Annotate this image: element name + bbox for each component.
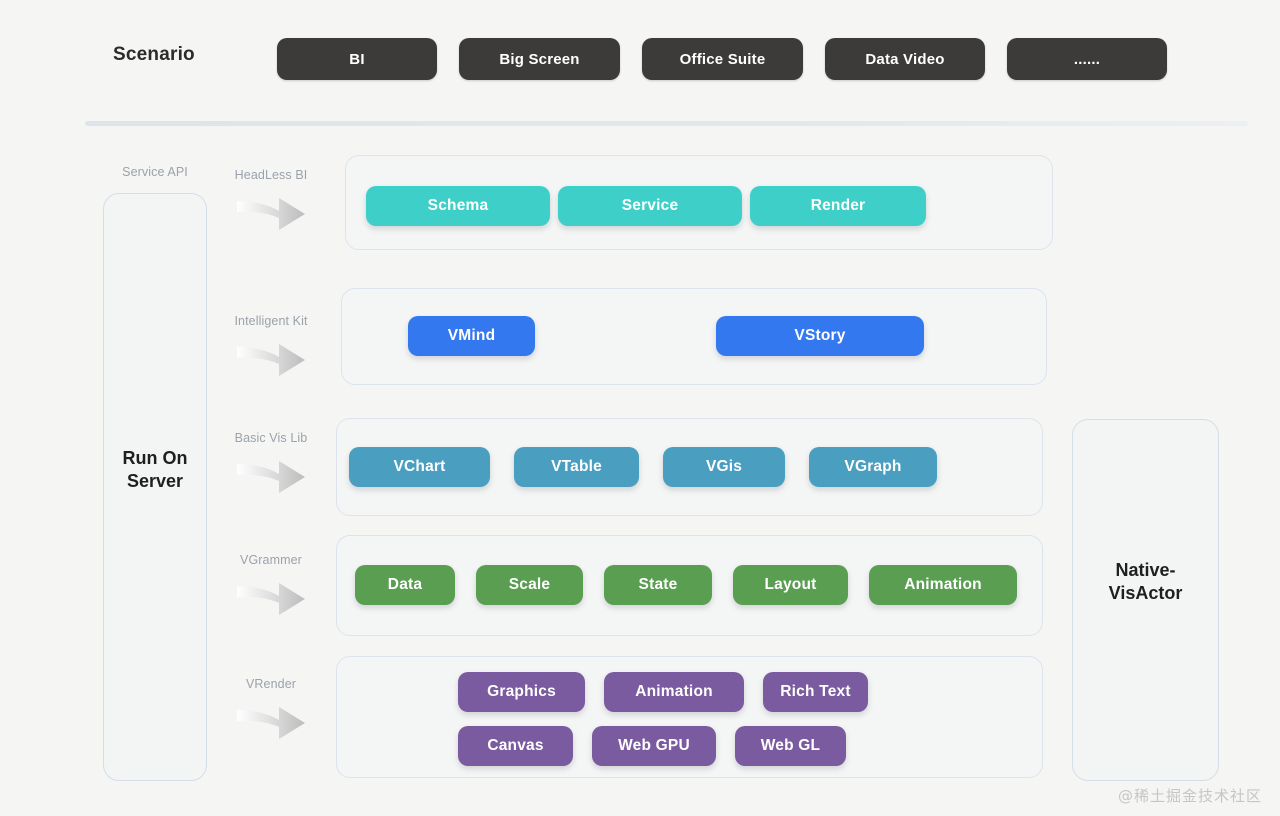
- node-animation[interactable]: Animation: [604, 672, 744, 712]
- node-service[interactable]: Service: [558, 186, 742, 226]
- node-vmind[interactable]: VMind: [408, 316, 535, 356]
- native-visactor-label: Native- VisActor: [1108, 560, 1183, 603]
- stage-label: Basic Vis Lib: [234, 431, 308, 445]
- stage-vrender: VRender: [222, 677, 320, 745]
- stage-arrow: [222, 577, 320, 621]
- stage-basic-vis-lib: Basic Vis Lib: [222, 431, 320, 499]
- stage-arrow-icon: [237, 707, 305, 739]
- stage-label: VGrammer: [240, 553, 302, 567]
- stage-arrow: [222, 192, 320, 236]
- node-web-gpu[interactable]: Web GPU: [592, 726, 716, 766]
- node-canvas[interactable]: Canvas: [458, 726, 573, 766]
- layer-items-basic-vis-lib: VChart VTable VGis VGraph: [349, 447, 937, 487]
- service-api-label: Service API: [122, 165, 188, 179]
- node-vchart[interactable]: VChart: [349, 447, 490, 487]
- node-vgraph[interactable]: VGraph: [809, 447, 937, 487]
- native-visactor-panel: [1072, 419, 1219, 781]
- stage-arrow: [222, 338, 320, 382]
- node-data[interactable]: Data: [355, 565, 455, 605]
- layer-items-intelligent-kit: VMind VStory: [408, 316, 924, 356]
- node-animation[interactable]: Animation: [869, 565, 1017, 605]
- stage-headless-bi: HeadLess BI: [222, 168, 320, 236]
- scenario-chip-data-video[interactable]: Data Video: [825, 38, 985, 80]
- stage-arrow: [222, 455, 320, 499]
- node-scale[interactable]: Scale: [476, 565, 583, 605]
- node-state[interactable]: State: [604, 565, 712, 605]
- stage-label: Intelligent Kit: [234, 314, 308, 328]
- node-graphics[interactable]: Graphics: [458, 672, 585, 712]
- node-vstory[interactable]: VStory: [716, 316, 924, 356]
- stage-arrow-icon: [237, 344, 305, 376]
- node-schema[interactable]: Schema: [366, 186, 550, 226]
- scenario-chip-big-screen[interactable]: Big Screen: [459, 38, 620, 80]
- node-render[interactable]: Render: [750, 186, 926, 226]
- stage-arrow-icon: [237, 583, 305, 615]
- stage-label: HeadLess BI: [234, 168, 308, 182]
- scenario-label: Scenario: [113, 44, 195, 65]
- scenario-chip-list: BI Big Screen Office Suite Data Video ..…: [277, 38, 1167, 80]
- layer-items-vgrammer: Data Scale State Layout Animation: [355, 565, 1017, 605]
- node-layout[interactable]: Layout: [733, 565, 848, 605]
- stage-intelligent-kit: Intelligent Kit: [222, 314, 320, 382]
- layer-card-intelligent-kit: [341, 288, 1047, 385]
- stage-vgrammer: VGrammer: [222, 553, 320, 621]
- node-rich-text[interactable]: Rich Text: [763, 672, 868, 712]
- scenario-chip-bi[interactable]: BI: [277, 38, 437, 80]
- stage-arrow: [222, 701, 320, 745]
- node-web-gl[interactable]: Web GL: [735, 726, 846, 766]
- scenario-chip-more[interactable]: ......: [1007, 38, 1167, 80]
- scenario-row: Scenario BI Big Screen Office Suite Data…: [0, 0, 1280, 118]
- node-vgis[interactable]: VGis: [663, 447, 785, 487]
- node-vtable[interactable]: VTable: [514, 447, 639, 487]
- stage-arrow-icon: [237, 461, 305, 493]
- section-divider: [85, 121, 1248, 126]
- run-on-server-label: Run On Server: [122, 448, 188, 491]
- stage-label: VRender: [245, 677, 297, 691]
- watermark: @稀土掘金技术社区: [1117, 787, 1262, 805]
- stage-arrow-icon: [237, 198, 305, 230]
- run-on-server-panel: [103, 193, 207, 781]
- scenario-chip-office-suite[interactable]: Office Suite: [642, 38, 803, 80]
